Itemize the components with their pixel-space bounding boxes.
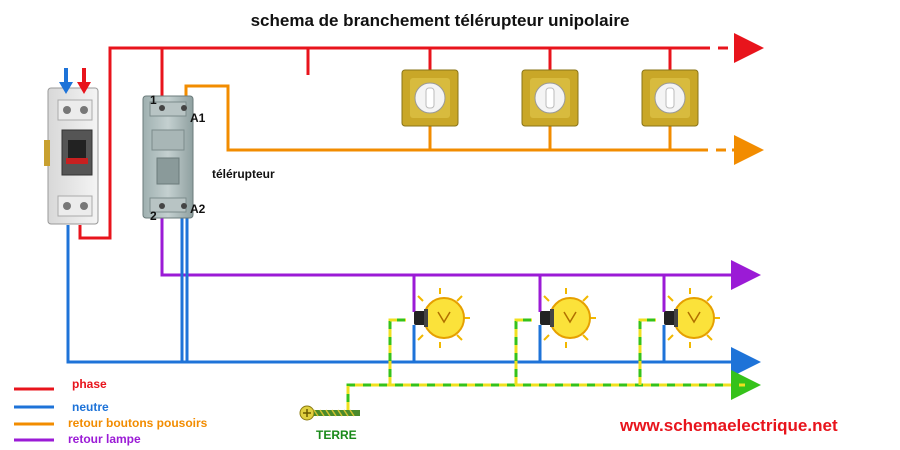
push-button-icon	[665, 87, 675, 109]
circuit-breaker	[44, 87, 99, 225]
website-url: www.schemaelectrique.net	[619, 416, 838, 435]
terminal-2-label: 2	[150, 209, 157, 223]
legend-label-neutre: neutre	[72, 400, 109, 414]
input-arrows	[59, 68, 91, 94]
lamp-socket-icon	[540, 311, 552, 325]
neutral-wires	[66, 212, 761, 377]
lamp-return-wires	[160, 212, 761, 312]
push-button-3	[641, 69, 699, 127]
diagram-title: schema de branchement télérupteur unipol…	[251, 11, 630, 30]
terminal-1-label: 1	[150, 93, 157, 107]
legend-label-phase: phase	[72, 377, 107, 391]
terminal-a1-label: A1	[190, 111, 206, 125]
phase-arrow-icon	[77, 82, 91, 94]
telerupteur-module	[142, 95, 194, 219]
lamp-socket-icon	[414, 311, 426, 325]
neutral-arrow-icon	[59, 82, 73, 94]
push-button-2	[521, 69, 579, 127]
push-button-1	[401, 69, 459, 127]
push-button-icon	[425, 87, 435, 109]
lamp-1	[414, 288, 470, 348]
lamp-2	[540, 288, 596, 348]
phase-wires	[78, 33, 764, 240]
push-button-icon	[545, 87, 555, 109]
legend-label-retour-boutons: retour boutons pousoirs	[68, 416, 208, 430]
lamp-3	[664, 288, 720, 348]
legend: phase neutre retour boutons pousoirs ret…	[14, 377, 208, 446]
push-button-return-wires	[184, 84, 764, 165]
lamp-socket-icon	[664, 311, 676, 325]
earth-rod	[299, 405, 360, 421]
terre-label: TERRE	[316, 428, 357, 442]
legend-label-retour-lampe: retour lampe	[68, 432, 141, 446]
earth-wires	[346, 318, 761, 410]
telerupteur-label: télérupteur	[212, 167, 275, 181]
terminal-a2-label: A2	[190, 202, 206, 216]
